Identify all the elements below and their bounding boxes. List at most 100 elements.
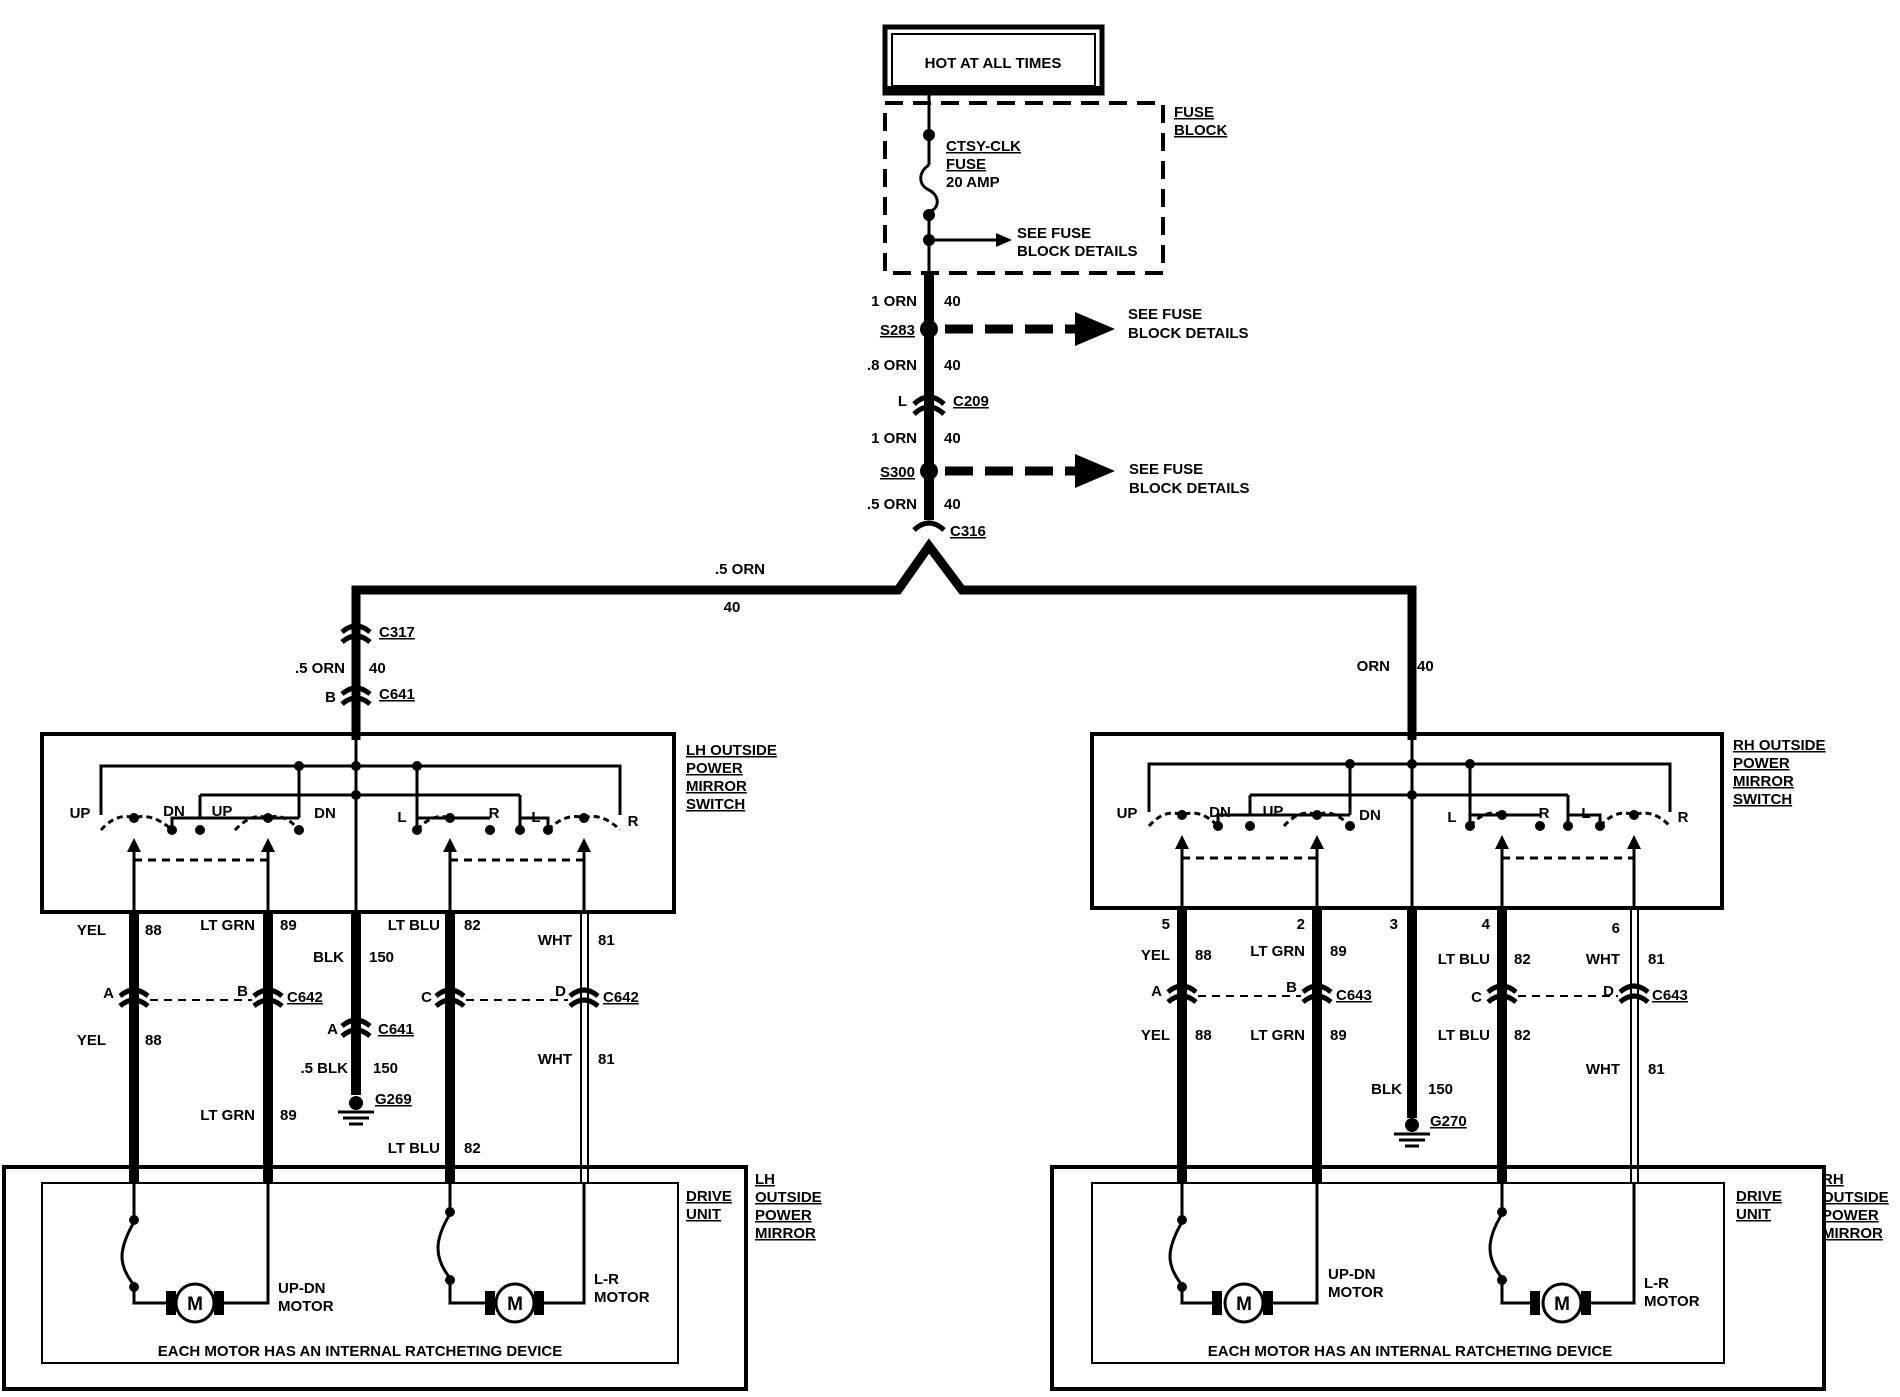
rh-bot-wire5-color: WHT xyxy=(1586,1061,1620,1078)
rh-pin-num-5: 6 xyxy=(1612,920,1620,937)
rh-pin-num-4: 4 xyxy=(1482,916,1491,933)
rh-bot-wire1-num: 88 xyxy=(1195,1027,1212,1044)
rh-motor1-2: MOTOR xyxy=(1328,1284,1384,1301)
lh-motor1-symbol: M xyxy=(187,1294,203,1315)
s300-see-2: BLOCK DETAILS xyxy=(1129,480,1250,497)
rh-harness: 5 2 3 4 6 YEL 88 LT GRN 89 LT BLU 82 WHT… xyxy=(1141,908,1688,1183)
lh-bot-wire1-color: YEL xyxy=(77,1032,106,1049)
lh-c642-label-1: C642 xyxy=(287,989,323,1006)
w1-gauge: 1 ORN xyxy=(871,293,917,310)
rh-top-wire4-color: WHT xyxy=(1586,951,1620,968)
rh-top-wire2-num: 89 xyxy=(1330,943,1347,960)
arrow-right-icon xyxy=(1075,454,1115,488)
lh-contact-up1: UP xyxy=(70,805,91,822)
ground-g269-icon xyxy=(349,1096,363,1110)
rh-top-wire1-color: YEL xyxy=(1141,947,1170,964)
lh-bot-wire2-num: 89 xyxy=(280,1107,297,1124)
arrow-up-icon xyxy=(1495,835,1509,849)
rh-contact-l1: L xyxy=(1447,809,1456,826)
lh-contact-up2: UP xyxy=(212,803,233,820)
connector-c642-a-icon xyxy=(118,987,150,998)
splice-s283-icon xyxy=(920,320,938,338)
lh-mirror-title-3: POWER xyxy=(755,1207,812,1224)
c317-label: C317 xyxy=(379,624,415,641)
arrow-up-icon xyxy=(1627,835,1641,849)
lh-switch-contacts: UP DN UP DN L R L R xyxy=(70,803,639,835)
rh-pin-d: D xyxy=(1603,983,1614,1000)
rh-c643-label-1: C643 xyxy=(1336,987,1372,1004)
rh-mirror-title-2: OUTSIDE xyxy=(1822,1189,1889,1206)
lh-harness: YEL 88 LT GRN 89 BLK 150 LT BLU 82 WHT 8… xyxy=(77,912,639,1183)
rh-contact-dn1: DN xyxy=(1209,804,1231,821)
branch-num: 40 xyxy=(724,599,741,616)
lh-switch-title-2: POWER xyxy=(686,760,743,777)
arrow-up-icon xyxy=(1310,835,1324,849)
connector-c642-c-icon xyxy=(434,987,466,998)
lh-top-wire3-color: BLK xyxy=(313,949,344,966)
rh-motor2-1: L-R xyxy=(1644,1275,1669,1292)
rh-motor2-2: MOTOR xyxy=(1644,1293,1700,1310)
c316-label: C316 xyxy=(950,523,986,540)
lh-feed-gauge: .5 ORN xyxy=(295,660,345,677)
rh-bot-wire3-num: 150 xyxy=(1428,1081,1453,1098)
lh-pin-d: D xyxy=(555,983,566,1000)
rh-contact-l2: L xyxy=(1581,805,1590,822)
rh-bot-wire2-num: 89 xyxy=(1330,1027,1347,1044)
rh-contact-r1: R xyxy=(1539,805,1550,822)
connector-c642-b-icon xyxy=(252,987,284,998)
lh-top-wire5-num: 81 xyxy=(598,932,615,949)
rh-pin-b: B xyxy=(1286,979,1297,996)
s283-see-2: BLOCK DETAILS xyxy=(1128,325,1249,342)
see-fuse-2: BLOCK DETAILS xyxy=(1017,243,1138,260)
lh-top-wire5-color: WHT xyxy=(538,932,572,949)
arrow-up-icon xyxy=(1175,835,1189,849)
lh-motor2-2: MOTOR xyxy=(594,1289,650,1306)
rh-bot-wire5-num: 81 xyxy=(1648,1061,1665,1078)
lh-ground-pin-a: A xyxy=(327,1021,338,1038)
lh-top-wire4-color: LT BLU xyxy=(388,917,440,934)
lh-pin-b: B xyxy=(237,983,248,1000)
rh-drive-unit-1: DRIVE xyxy=(1736,1188,1782,1205)
lh-motor1-2: MOTOR xyxy=(278,1298,334,1315)
lh-pin-a: A xyxy=(103,985,114,1002)
rh-contact-up1: UP xyxy=(1117,805,1138,822)
connector-c641-lower-icon xyxy=(340,1017,372,1028)
hot-at-all-times-box: HOT AT ALL TIMES xyxy=(882,24,1105,96)
rh-motor1-1: UP-DN xyxy=(1328,1266,1376,1283)
fuse-rating: 20 AMP xyxy=(946,174,1000,191)
rh-top-wire3-num: 82 xyxy=(1514,951,1531,968)
lh-top-wire4-num: 82 xyxy=(464,917,481,934)
rh-feed-color: ORN xyxy=(1357,658,1390,675)
lh-top-wire2-color: LT GRN xyxy=(200,917,255,934)
rh-drive-unit-2: UNIT xyxy=(1736,1206,1771,1223)
lh-switch-title-4: SWITCH xyxy=(686,796,745,813)
lh-bot-wire3-num: 150 xyxy=(373,1060,398,1077)
fuse-block: FUSE BLOCK CTSY-CLK FUSE 20 AMP SEE FUSE… xyxy=(883,93,1227,275)
rh-pin-a: A xyxy=(1151,983,1162,1000)
lh-c642-label-2: C642 xyxy=(603,989,639,1006)
lh-mirror-title-4: MIRROR xyxy=(755,1225,816,1242)
lh-mirror-switch: LH OUTSIDE POWER MIRROR SWITCH xyxy=(40,732,777,914)
lh-drive-unit-2: UNIT xyxy=(686,1206,721,1223)
lh-feed: C317 .5 ORN 40 B C641 xyxy=(295,623,415,706)
rh-bot-wire3-color: BLK xyxy=(1371,1081,1402,1098)
rh-mirror-title-1: RH xyxy=(1822,1171,1844,1188)
lh-note: EACH MOTOR HAS AN INTERNAL RATCHETING DE… xyxy=(158,1343,562,1360)
rh-pin-num-3: 3 xyxy=(1390,916,1398,933)
rh-switch-contacts: UP DN UP DN L R L R xyxy=(1117,803,1689,831)
s283-label: S283 xyxy=(880,322,915,339)
rh-bot-wire2-color: LT GRN xyxy=(1250,1027,1305,1044)
lh-feed-num: 40 xyxy=(369,660,386,677)
rh-motor2-symbol: M xyxy=(1554,1294,1570,1315)
connector-c316-icon xyxy=(912,520,946,532)
connector-c643-a-icon xyxy=(1166,983,1198,994)
lh-bot-wire3-color: .5 BLK xyxy=(300,1060,348,1077)
c641-label: C641 xyxy=(379,686,415,703)
lh-contact-l2: L xyxy=(531,809,540,826)
rh-mirror-switch: RH OUTSIDE POWER MIRROR SWITCH xyxy=(1090,732,1826,910)
lh-motor1-1: UP-DN xyxy=(278,1280,326,1297)
w3-num: 40 xyxy=(944,430,961,447)
rh-pin-num-1: 5 xyxy=(1162,916,1170,933)
hot-label: HOT AT ALL TIMES xyxy=(925,55,1062,72)
